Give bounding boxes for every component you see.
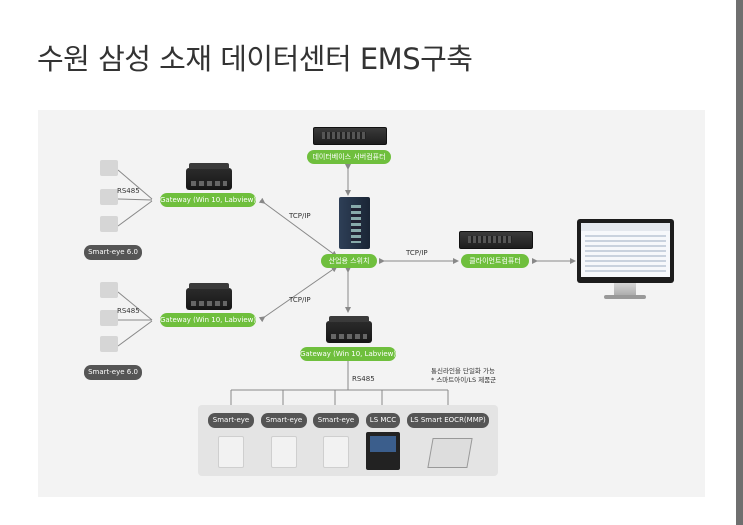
gateway-device-icon [326,316,372,343]
switch-label: 산업용 스위치 [321,254,377,268]
device-label: Smart-eye [208,413,254,428]
monitor-base [604,295,646,299]
industrial-switch-icon [339,197,370,249]
rs485-label-mid: RS485 [117,307,140,315]
page-title: 수원 삼성 소재 데이터센터 EMS구축 [37,42,473,76]
smart-eye-sensor-icon [100,282,118,298]
smart-eye-device-icon [271,436,297,468]
tcpip-label-mid: TCP/IP [289,296,311,304]
note-line-1: 통신라인을 단일화 가능 [431,367,495,375]
tcpip-label-client: TCP/IP [406,249,428,257]
note-line-2: * 스마트아이/LS 제품군 [431,376,497,384]
smart-eye-sensor-icon [100,336,118,352]
ls-mcc-device-icon [366,432,400,470]
smart-eye-label-mid: Smart-eye 6.0 [84,365,142,380]
client-computer-icon [459,231,533,249]
ls-eocr-device-icon [427,438,473,468]
db-server-icon [313,127,387,145]
smart-eye-device-icon [218,436,244,468]
client-label: 클라이언트컴퓨터 [461,254,529,268]
tcpip-label-top: TCP/IP [289,212,311,220]
smart-eye-sensor-icon [100,189,118,205]
device-label: LS Smart EOCR(MMP) [407,413,489,428]
ems-monitor-icon [577,219,674,283]
gateway-device-icon [186,283,232,310]
smart-eye-device-icon [323,436,349,468]
smart-eye-sensor-icon [100,216,118,232]
rs485-label-top: RS485 [117,187,140,195]
gateway-label-mid: Gateway (Win 10, Labview) [160,313,256,327]
monitor-stand [614,283,636,296]
db-server-label: 데이터베이스 서버컴퓨터 [307,150,391,164]
scrollbar[interactable] [736,0,743,525]
smart-eye-sensor-icon [100,310,118,326]
gateway-label-bottom: Gateway (Win 10, Labview) [300,347,396,361]
device-label: Smart-eye [261,413,307,428]
smart-eye-sensor-icon [100,160,118,176]
rs485-label-bottom: RS485 [352,375,375,383]
device-label: Smart-eye [313,413,359,428]
device-label: LS MCC [366,413,400,428]
gateway-device-icon [186,163,232,190]
gateway-label-top: Gateway (Win 10, Labview) [160,193,256,207]
smart-eye-label-top: Smart-eye 6.0 [84,245,142,260]
